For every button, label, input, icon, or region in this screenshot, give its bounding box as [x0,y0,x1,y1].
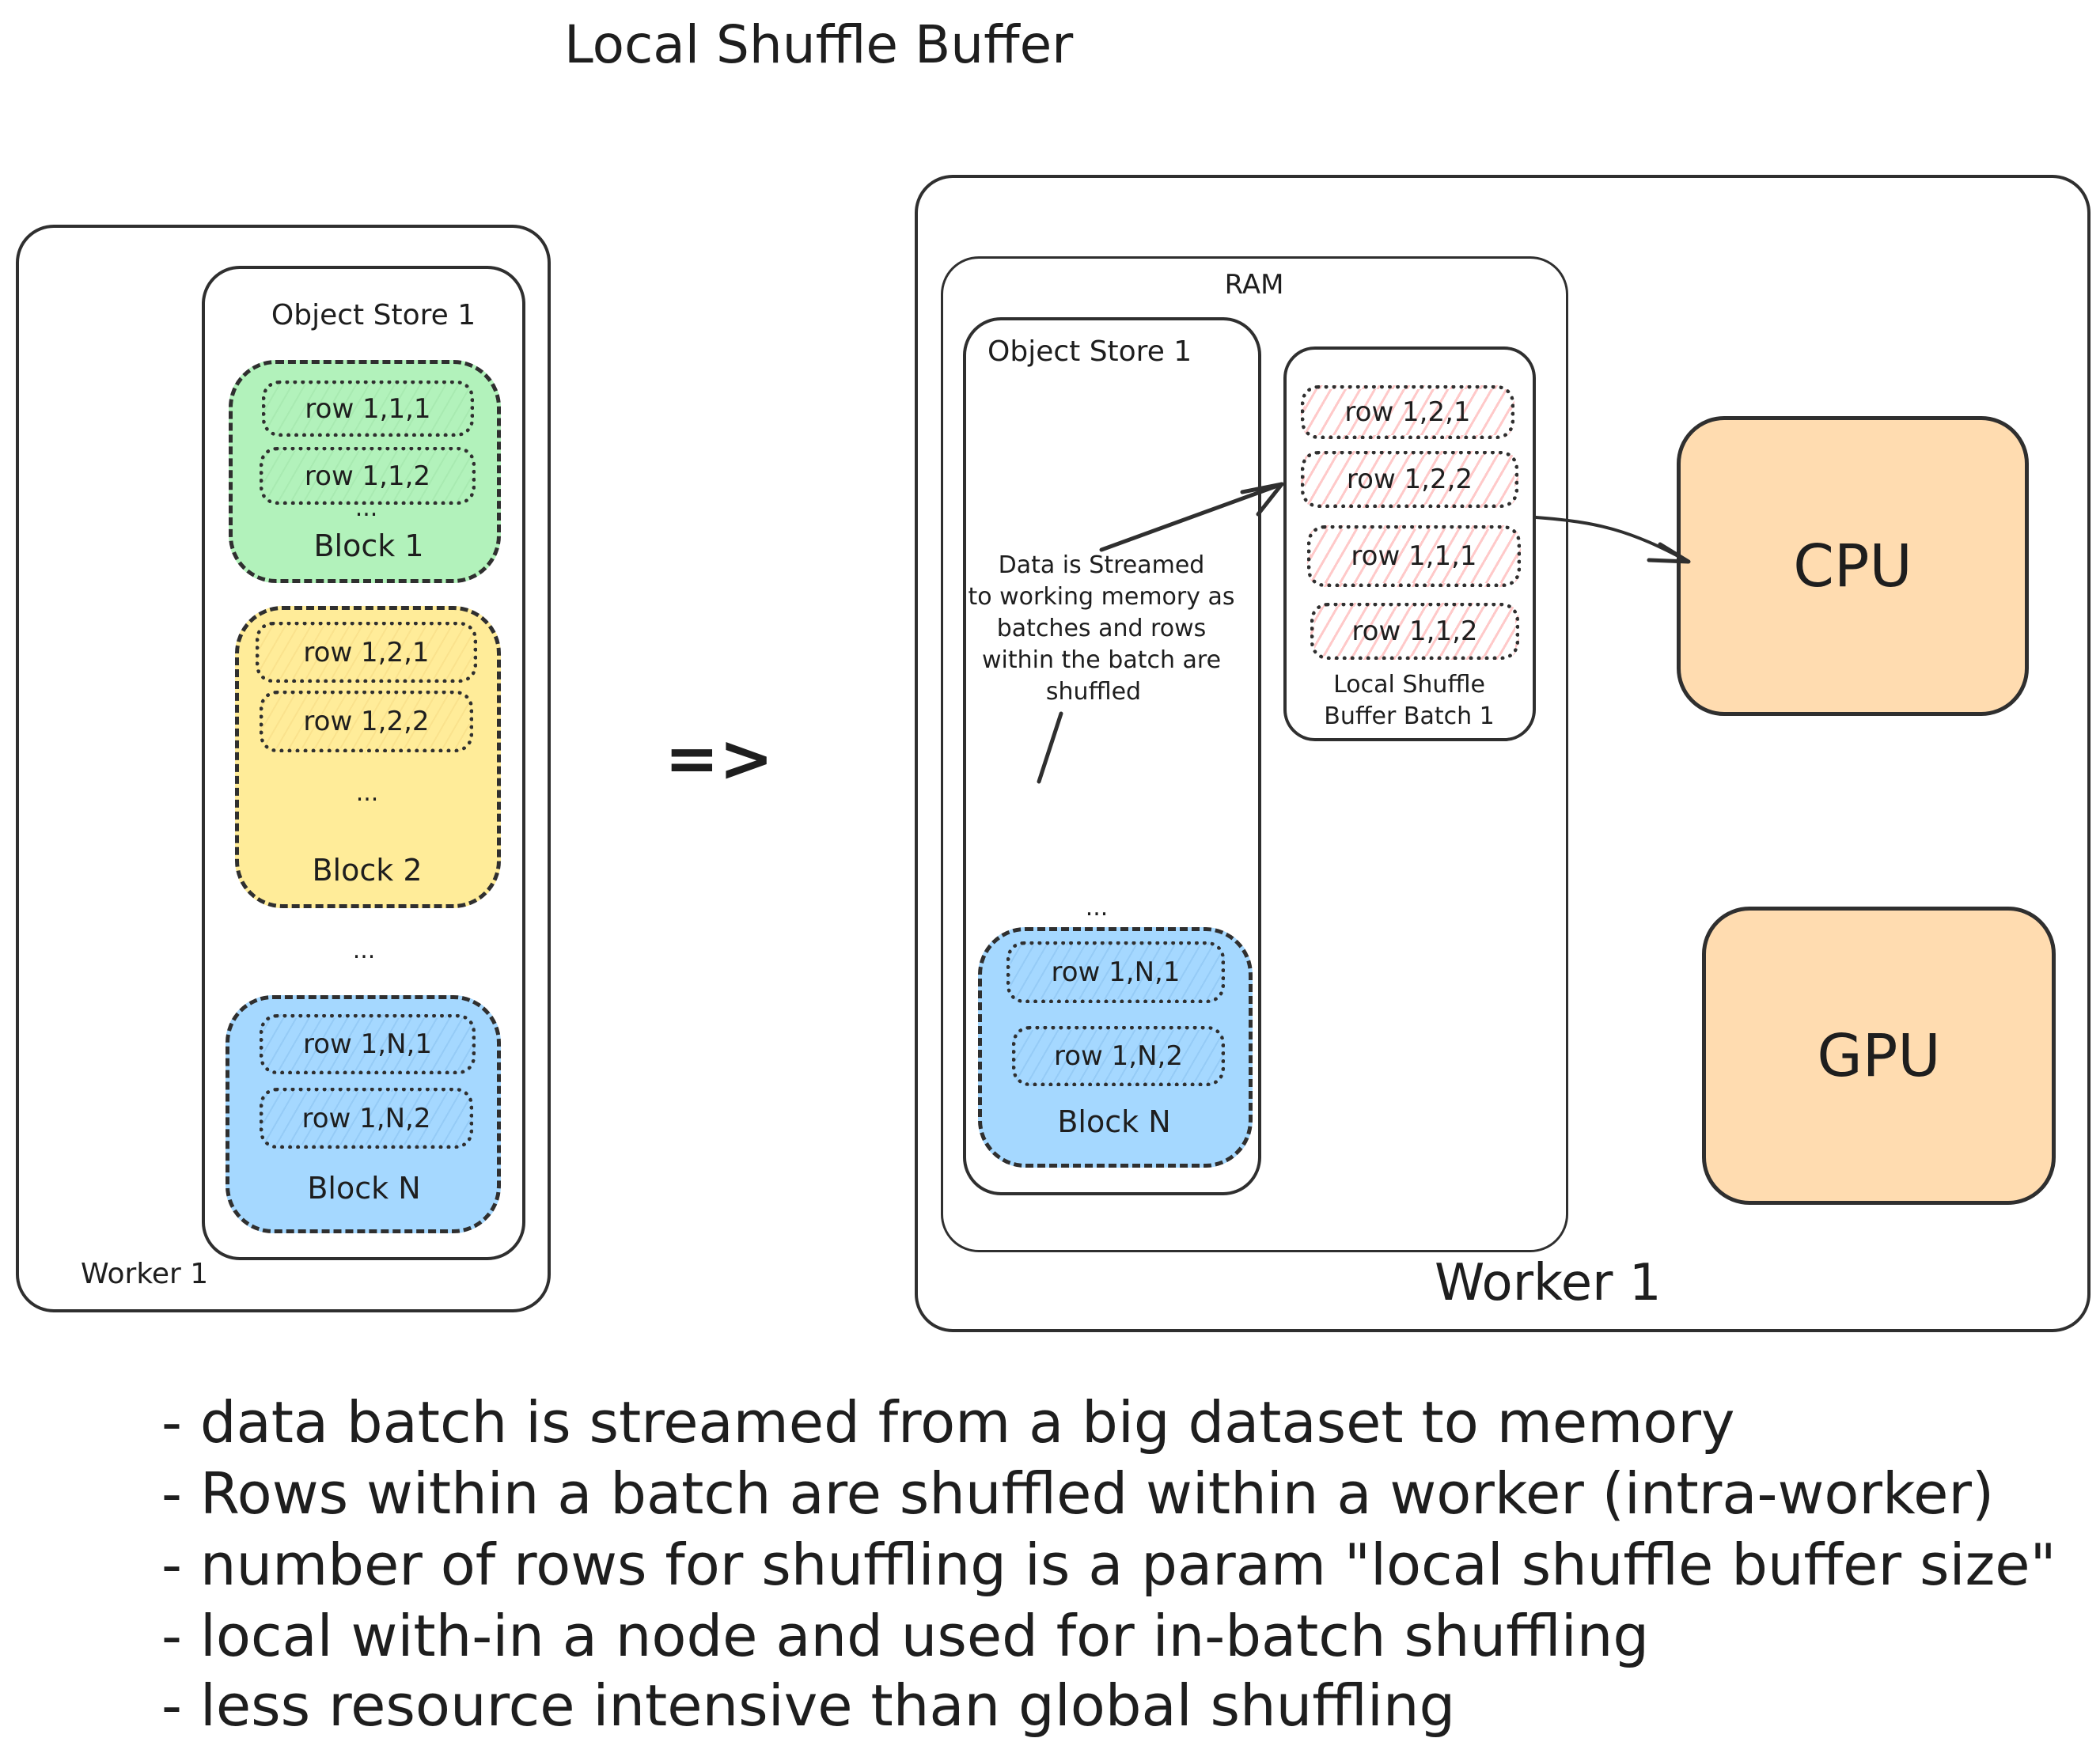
right-object-store-ellipsis: ... [1085,894,1109,922]
left-object-store-box [202,266,525,1260]
left-block-n-row-1: row 1,N,1 [260,1014,476,1074]
left-block-2-label: Block 2 [312,853,423,888]
left-worker-box [16,225,551,1312]
buffer-row-3: row 1,1,1 [1307,525,1521,587]
note-line-1: - data batch is streamed from a big data… [161,1389,1735,1456]
left-worker-label: Worker 1 [81,1258,209,1290]
right-worker-label: Worker 1 [1435,1254,1662,1312]
left-block-1-ellipsis: ... [354,494,378,522]
ram-box [941,256,1568,1252]
annotation-line-4: within the batch are [981,646,1222,674]
right-block-n-row-1: row 1,N,1 [1006,941,1225,1003]
ram-label: RAM [1224,269,1284,301]
left-block-2-row-2: row 1,2,2 [260,691,473,752]
annotation-line-5: shuffled [1045,678,1142,706]
buffer-label-line-1: Local Shuffle [1333,671,1485,699]
right-block-n-label: Block N [1057,1104,1171,1139]
left-block-2 [235,606,501,908]
left-object-store-label: Object Store 1 [271,299,476,331]
left-block-1-row-1: row 1,1,1 [262,381,474,437]
buffer-row-2: row 1,2,2 [1301,451,1518,508]
right-worker-box [915,175,2091,1332]
note-line-4: - local with-in a node and used for in-b… [161,1603,1650,1669]
right-block-n-row-2: row 1,N,2 [1012,1026,1225,1086]
left-block-1 [229,360,501,583]
right-block-n [978,927,1253,1168]
left-block-1-label: Block 1 [313,528,424,563]
buffer-row-1: row 1,2,1 [1301,385,1514,439]
left-block-2-ellipsis: ... [355,779,379,807]
note-line-2: - Rows within a batch are shuffled withi… [161,1460,1995,1527]
note-line-3: - number of rows for shuffling is a para… [161,1532,2056,1598]
gpu-label: GPU [1817,1021,1941,1090]
annotation-line-2: to working memory as [968,583,1235,611]
annotation-line-3: batches and rows [996,615,1207,642]
annotation-line-1: Data is Streamed [998,551,1205,579]
diagram-title: Local Shuffle Buffer [564,14,1074,75]
transition-arrow: => [665,721,774,797]
left-block-1-row-2: row 1,1,2 [260,447,476,505]
right-object-store-box [963,317,1261,1195]
left-between-blocks-ellipsis: ... [352,937,376,964]
left-block-2-row-1: row 1,2,1 [256,622,477,683]
left-block-n-label: Block N [307,1171,421,1206]
cpu-label: CPU [1793,532,1912,600]
cpu-box: CPU [1677,416,2029,716]
left-block-n-row-2: row 1,N,2 [260,1088,473,1149]
right-object-store-label: Object Store 1 [987,335,1192,368]
gpu-box: GPU [1702,907,2056,1205]
note-line-5: - less resource intensive than global sh… [161,1672,1456,1739]
buffer-label-line-2: Buffer Batch 1 [1324,702,1495,730]
left-block-n [226,995,501,1233]
buffer-row-4: row 1,1,2 [1310,603,1519,660]
